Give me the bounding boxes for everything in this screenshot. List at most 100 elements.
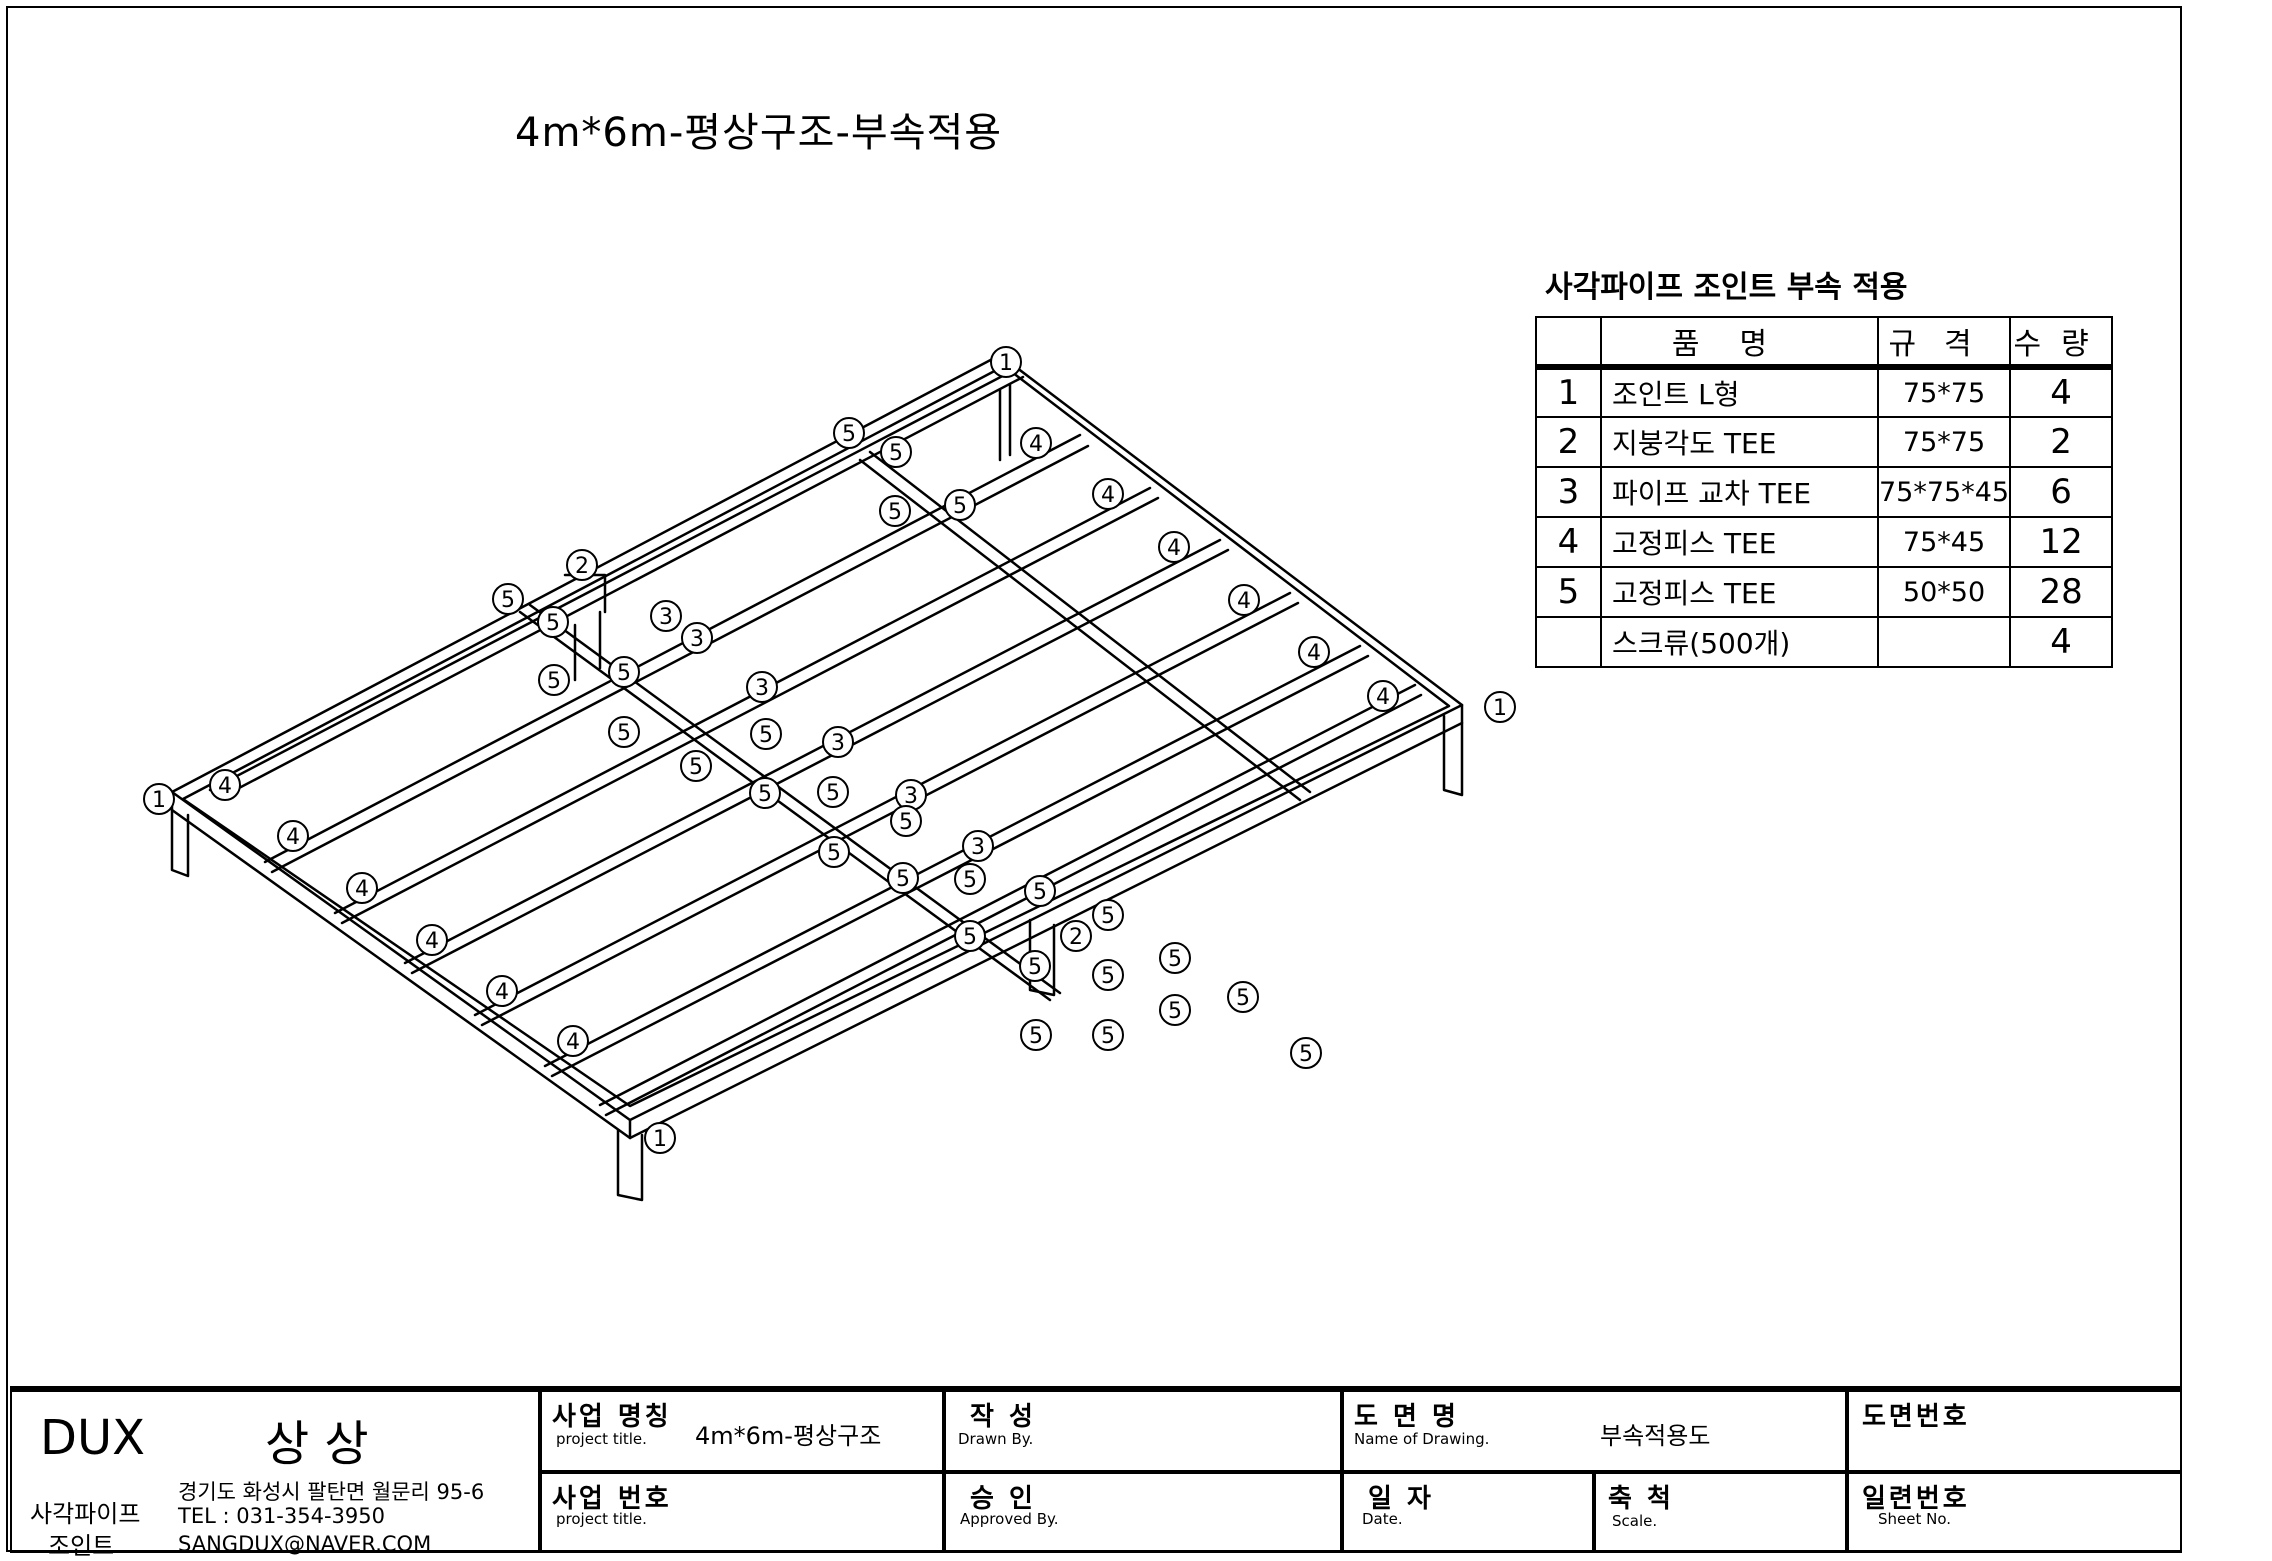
frame-lines (170, 353, 1464, 1202)
callout-circle (608, 656, 640, 688)
callout-circle (1158, 531, 1190, 563)
callout-circle (1092, 959, 1124, 991)
part-callout: 5 (880, 436, 912, 468)
bom-header-spec: 규격 (1876, 316, 2012, 370)
callout-number: 1 (152, 788, 166, 813)
part-callout: 4 (557, 1025, 589, 1057)
callout-number: 4 (1237, 589, 1251, 614)
callout-circle (537, 606, 569, 638)
callout-circle (1092, 478, 1124, 510)
bom-cell-name: 고정피스 TEE (1600, 566, 1879, 618)
callout-number: 5 (1029, 1024, 1043, 1049)
callout-circle (538, 664, 570, 696)
callout-circle (486, 975, 518, 1007)
bom-cell-name: 스크류(500개) (1600, 616, 1879, 668)
part-callout: 5 (537, 606, 569, 638)
part-callout: 1 (1484, 691, 1516, 723)
drawing-name-sub: Name of Drawing. (1354, 1430, 1490, 1448)
drawn-by-sub: Drawn By. (958, 1430, 1034, 1448)
bom-header-name: 품명 (1600, 316, 1879, 370)
callout-circle (1484, 691, 1516, 723)
bom-cell-no: 3 (1535, 466, 1602, 518)
callout-circle (644, 1122, 676, 1154)
brand-korean-text: 상 상 (265, 1416, 369, 1472)
company-address: 경기도 화성시 팔탄면 월문리 95-6 (178, 1480, 485, 1504)
bom-cell-no: 2 (1535, 416, 1602, 468)
part-callout: 2 (1060, 920, 1092, 952)
callout-circle (492, 583, 524, 615)
callout-number: 1 (999, 351, 1013, 376)
callout-circle (746, 671, 778, 703)
callout-circle (1228, 584, 1260, 616)
callout-number: 5 (1236, 986, 1250, 1011)
company-tel: TEL : 031-354-3950 (178, 1504, 385, 1528)
callout-number: 5 (1028, 955, 1042, 980)
part-callout: 4 (209, 769, 241, 801)
bom-cell-name: 고정피스 TEE (1600, 516, 1879, 568)
callout-number: 1 (653, 1127, 667, 1152)
callout-number: 4 (355, 877, 369, 902)
part-callout: 3 (962, 830, 994, 862)
callout-circle (1019, 950, 1051, 982)
approved-by-sub: Approved By. (960, 1510, 1059, 1528)
part-callout: 5 (608, 716, 640, 748)
callout-number: 5 (953, 494, 967, 519)
callout-number: 5 (842, 422, 856, 447)
project-name-cell (540, 1390, 944, 1472)
callout-number: 2 (575, 554, 589, 579)
callout-number: 5 (501, 588, 515, 613)
part-callout: 4 (1158, 531, 1190, 563)
bom-cell-qty: 4 (2009, 616, 2114, 668)
part-callout: 5 (1159, 994, 1191, 1026)
callout-number: 5 (889, 441, 903, 466)
sheet-no-cell (1847, 1472, 2182, 1553)
bom-cell-qty: 2 (2009, 416, 2114, 468)
date-cell (1342, 1472, 1594, 1553)
callout-number: 4 (218, 774, 232, 799)
callout-number: 3 (659, 605, 673, 630)
callout-number: 4 (425, 929, 439, 954)
callout-number: 3 (971, 835, 985, 860)
part-callout: 4 (1298, 636, 1330, 668)
bom-cell-name: 조인트 L형 (1600, 366, 1879, 418)
callout-number: 5 (963, 925, 977, 950)
part-callout: 5 (749, 777, 781, 809)
sheet-no-label: 일련번호 (1862, 1484, 1970, 1514)
callout-number: 3 (904, 784, 918, 809)
callout-number: 3 (831, 731, 845, 756)
callout-number: 5 (689, 755, 703, 780)
project-name-sub: project title. (556, 1430, 647, 1448)
part-callout: 4 (346, 872, 378, 904)
drawing-no-cell (1847, 1390, 2182, 1472)
part-callout: 1 (644, 1122, 676, 1154)
callout-circle (887, 862, 919, 894)
scale-sub: Scale. (1612, 1512, 1658, 1530)
part-callout: 4 (277, 820, 309, 852)
sheet-no-sub: Sheet No. (1878, 1510, 1952, 1528)
callout-number: 4 (1307, 641, 1321, 666)
part-callout: 4 (486, 975, 518, 1007)
callout-number: 5 (1101, 904, 1115, 929)
callout-number: 5 (963, 868, 977, 893)
callout-number: 5 (617, 721, 631, 746)
callout-number: 4 (1029, 432, 1043, 457)
part-callout: 3 (681, 622, 713, 654)
callout-circle (1290, 1037, 1322, 1069)
bom-cell-qty: 28 (2009, 566, 2114, 618)
callout-circle (990, 346, 1022, 378)
bom-caption: 사각파이프 조인트 부속 적용 (1545, 270, 1908, 305)
bom-cell-spec: 75*75 (1876, 366, 2012, 418)
drawing-name-label: 도 면 명 (1354, 1402, 1459, 1432)
part-callout: 5 (1159, 942, 1191, 974)
part-callout: 5 (887, 862, 919, 894)
part-callout: 4 (1367, 680, 1399, 712)
date-label: 일 자 (1368, 1484, 1434, 1514)
callout-circle (817, 776, 849, 808)
callout-circle (879, 495, 911, 527)
callout-circle (890, 805, 922, 837)
part-callout: 3 (650, 600, 682, 632)
bom-cell-no: 4 (1535, 516, 1602, 568)
callout-circle (681, 622, 713, 654)
